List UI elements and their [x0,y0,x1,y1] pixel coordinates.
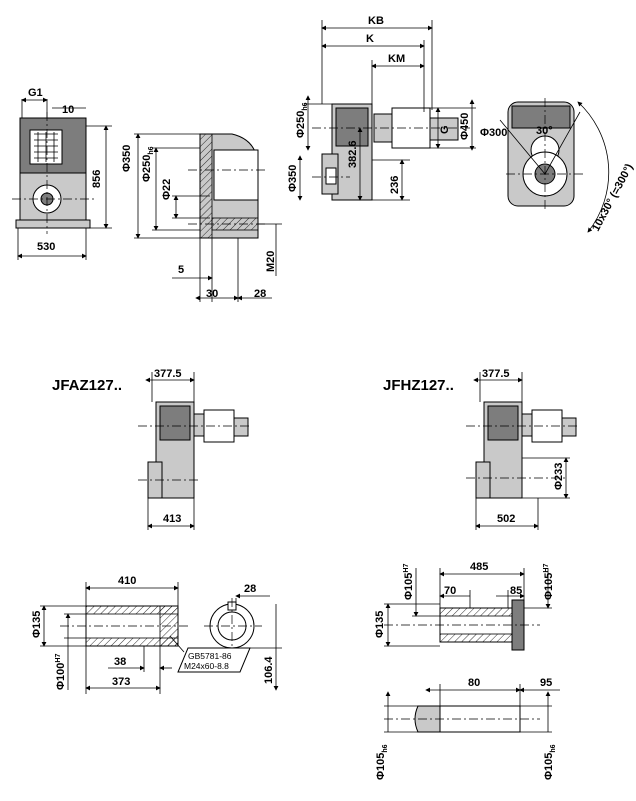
shaft-phi-105-h7-right-sub: H7 [543,564,550,573]
shaft-phi-105-h6-left-sub: h6 [382,744,389,752]
shaft-dim-38: 38 [114,656,126,668]
phi-350-side: Φ350 [287,165,299,192]
dim-5: 5 [178,264,184,276]
dim-10: 10 [62,104,74,116]
shaft-left-view: 410 28 Φ135 Φ100H7 38 373 106.4 [31,575,282,694]
svg-text:Φ105H7: Φ105H7 [403,564,415,600]
jfaz-view: 377.5 413 [138,368,252,530]
shaft-dim-95: 95 [540,677,552,689]
dim-530: 530 [37,241,55,253]
shaft-right-phi-135: Φ135 [374,611,386,638]
shaft-phi-105-h6-left: Φ105 [375,753,387,780]
shaft-phi-100-sub: H7 [55,654,62,663]
phi-450: Φ450 [459,113,471,140]
km-label: KM [388,53,405,65]
svg-text:Φ105h6: Φ105h6 [543,744,557,780]
shaft-phi-100: Φ100 [55,663,67,690]
angle-10x30: 10x30° (=300°) [590,162,636,234]
phi-300: Φ300 [480,127,507,139]
dim-236: 236 [389,176,401,194]
jfhz-dim-502: 502 [497,513,515,525]
shaft-dim-373: 373 [112,676,130,688]
dim-856: 856 [91,170,103,188]
shaft-phi-105-h7-left-sub: H7 [403,564,410,573]
g1-label: G1 [28,87,43,99]
svg-text:Φ250h6: Φ250h6 [295,102,309,138]
phi-250-h6: Φ250 [141,155,153,182]
shaft-dim-106-4: 106.4 [263,656,275,684]
model-jfaz: JFAZ127.. [52,377,122,394]
shaft-dim-485: 485 [470,561,488,573]
phi-250-h6-side-sub: h6 [302,102,309,110]
side-view-motor: KB K KM G Φ450 Φ250h6 Φ350 382.6 236 [287,15,476,201]
shaft-dim-80: 80 [468,677,480,689]
svg-text:Φ105H7: Φ105H7 [543,564,555,600]
phi-350: Φ350 [121,145,133,172]
flange-section-view: Φ350 Φ250h6 Φ22 5 30 28 M20 [121,133,282,302]
phi-250-h6-side: Φ250 [295,111,307,138]
phi-250-h6-sub: h6 [148,146,155,154]
dim-28: 28 [254,288,266,300]
shaft-phi-105-h7-right: Φ105 [543,573,555,600]
shaft-dim-410: 410 [118,575,136,587]
shaft-dim-28: 28 [244,583,256,595]
bolt-note-line2: M24x60-8.8 [184,661,229,671]
shaft-dim-70: 70 [444,585,456,597]
g-label: G [439,125,451,134]
shaft-phi-105-h6-right-sub: h6 [550,744,557,752]
end-view: Φ300 30° 10x30° (=300°) [480,98,636,233]
svg-text:Φ100H7: Φ100H7 [55,654,67,690]
svg-text:Φ105h6: Φ105h6 [375,744,389,780]
shaft-dim-85: 85 [510,585,522,597]
shaft-phi-105-h7-left: Φ105 [403,573,415,600]
jfhz-phi-233: Φ233 [553,463,565,490]
model-jfhz: JFHZ127.. [383,377,454,394]
angle-30: 30° [536,125,553,137]
jfhz-view: 377.5 Φ233 502 [466,368,580,530]
shaft-right-view: 485 Φ105H7 70 85 Φ105H7 Φ135 80 [374,561,560,780]
svg-text:Φ250h6: Φ250h6 [141,146,155,182]
jfaz-dim-413: 413 [163,513,181,525]
shaft-phi-135: Φ135 [31,611,43,638]
dim-30: 30 [206,288,218,300]
jfaz-dim-377-5: 377.5 [154,368,182,380]
shaft-phi-105-h6-right: Φ105 [543,753,555,780]
jfhz-dim-377-5: 377.5 [482,368,510,380]
m20-label: M20 [265,251,277,272]
kb-label: KB [368,15,384,27]
phi-22: Φ22 [161,179,173,200]
bolt-note-line1: GB5781-86 [188,651,232,661]
dim-382-6: 382.6 [347,140,359,168]
k-label: K [366,33,374,45]
front-view: G1 10 856 530 [12,87,112,260]
